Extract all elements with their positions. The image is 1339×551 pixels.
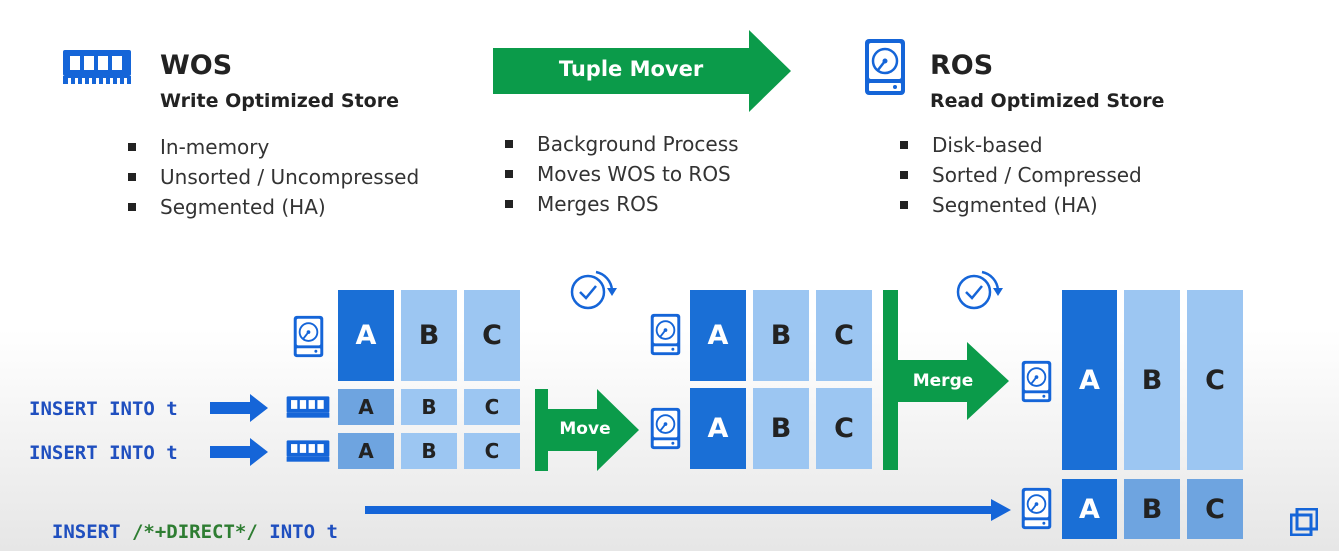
column-c-ros: C: [816, 388, 872, 469]
column-c-ros: C: [1187, 479, 1243, 539]
memory-icon: [63, 50, 131, 84]
column-a-ros: A: [1062, 290, 1117, 470]
list-item: Segmented (HA): [128, 192, 468, 222]
direct-insert-statement: INSERT /*+DIRECT*/ INTO t: [29, 499, 338, 543]
merge-label: Merge: [912, 371, 974, 391]
column-a-ros: A: [1062, 479, 1117, 539]
column-c-ros: C: [464, 290, 520, 381]
column-a-wos: A: [338, 433, 394, 469]
list-item: Sorted / Compressed: [900, 160, 1200, 190]
disk-icon: [1021, 360, 1052, 403]
column-c-ros: C: [816, 290, 872, 381]
move-label: Move: [559, 419, 611, 439]
disk-icon: [1021, 487, 1052, 530]
list-item: Disk-based: [900, 130, 1200, 160]
column-b-wos: B: [401, 433, 457, 469]
into-clause: INTO t: [269, 521, 338, 543]
list-item: Merges ROS: [505, 189, 805, 219]
wos-title: WOS: [160, 50, 233, 81]
list-item: Background Process: [505, 129, 805, 159]
clock-icon: [570, 270, 617, 310]
memory-icon: [286, 396, 330, 418]
ros-title: ROS: [930, 50, 994, 81]
column-c-wos: C: [464, 389, 520, 425]
ros-subtitle: Read Optimized Store: [930, 90, 1165, 112]
disk-icon: [650, 407, 681, 450]
disk-icon: [293, 315, 324, 358]
merge-arrow: [883, 290, 1009, 470]
disk-icon: [865, 39, 905, 95]
column-b-ros: B: [1124, 290, 1180, 470]
column-b-wos: B: [401, 389, 457, 425]
tuple-mover-arrow: [493, 30, 791, 112]
column-a-ros: A: [690, 388, 746, 469]
insert-arrow: [210, 394, 268, 422]
list-item: Segmented (HA): [900, 190, 1200, 220]
insert-arrow: [210, 438, 268, 466]
column-c-wos: C: [464, 433, 520, 469]
direct-hint: /*+DIRECT*/: [131, 521, 258, 543]
wos-subtitle: Write Optimized Store: [160, 90, 399, 112]
insert-statement: INSERT INTO t: [29, 442, 178, 464]
disk-icon: [650, 313, 681, 356]
column-b-ros: B: [401, 290, 457, 381]
move-arrow: [535, 389, 639, 471]
column-a-ros: A: [690, 290, 746, 381]
direct-insert-arrow: [365, 499, 1011, 521]
logo-icon: [1290, 508, 1318, 536]
tuple-mover-bullet-list: Background Process Moves WOS to ROS Merg…: [505, 129, 805, 219]
wos-bullet-list: In-memory Unsorted / Uncompressed Segmen…: [128, 132, 468, 222]
list-item: Moves WOS to ROS: [505, 159, 805, 189]
insert-keyword: INSERT: [51, 521, 121, 543]
insert-statement: INSERT INTO t: [29, 398, 178, 420]
column-a-wos: A: [338, 389, 394, 425]
column-b-ros: B: [753, 388, 809, 469]
column-b-ros: B: [753, 290, 809, 381]
ros-bullet-list: Disk-based Sorted / Compressed Segmented…: [900, 130, 1200, 220]
list-item: In-memory: [128, 132, 468, 162]
clock-icon: [956, 270, 1003, 310]
column-b-ros: B: [1124, 479, 1180, 539]
tuple-mover-label: Tuple Mover: [558, 57, 704, 81]
column-a-ros: A: [338, 290, 394, 381]
memory-icon: [286, 440, 330, 462]
column-c-ros: C: [1187, 290, 1243, 470]
list-item: Unsorted / Uncompressed: [128, 162, 468, 192]
